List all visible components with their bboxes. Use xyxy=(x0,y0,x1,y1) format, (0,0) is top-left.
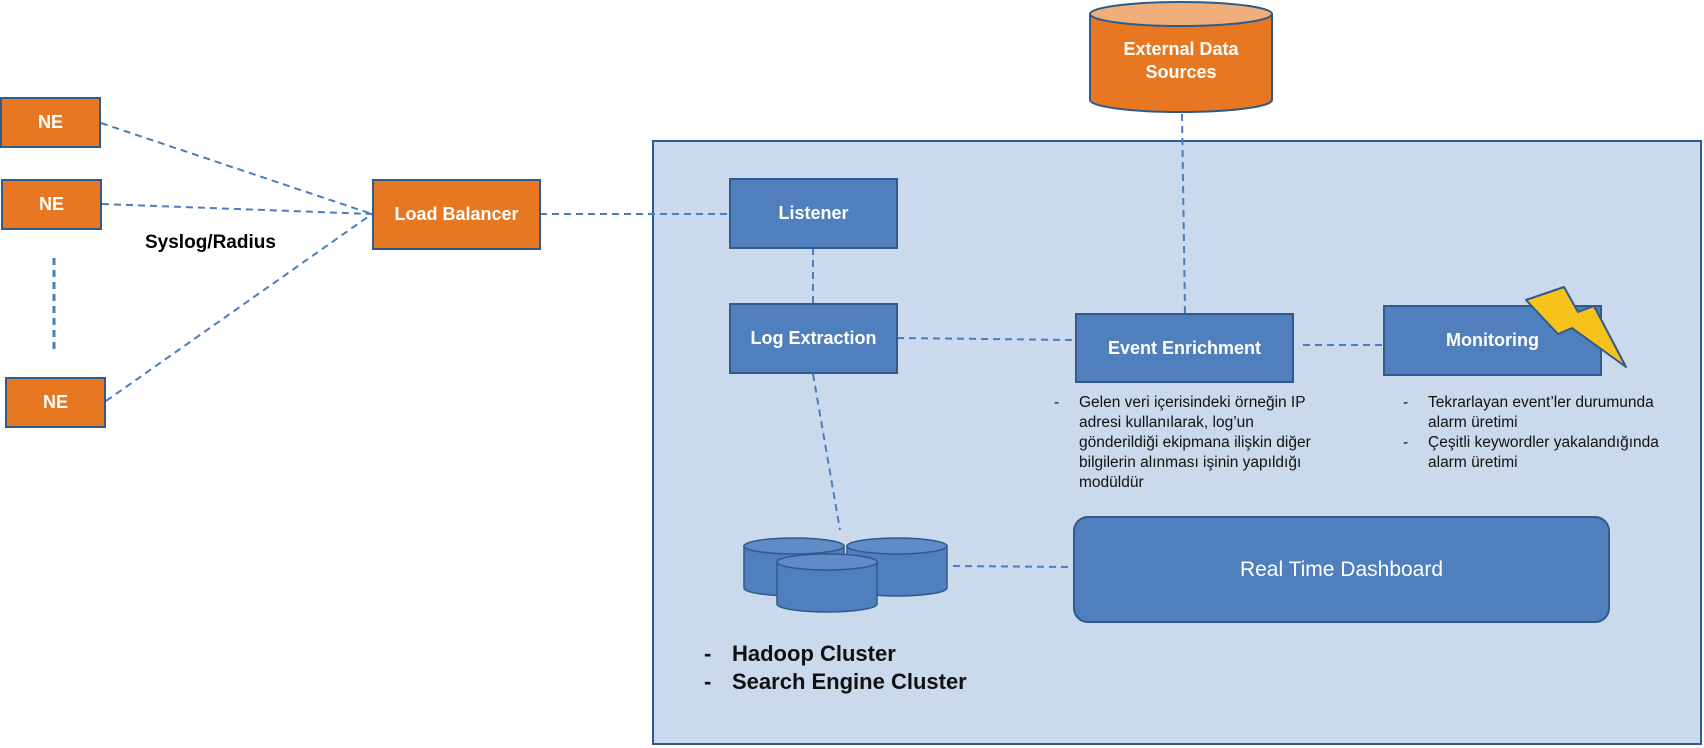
log-extraction-box: Log Extraction xyxy=(729,303,898,374)
load-balancer-box: Load Balancer xyxy=(372,179,541,250)
lightning-bolt-icon xyxy=(1525,286,1627,368)
enrichment-note: Gelen veri içerisindeki örneğin IP adres… xyxy=(1052,393,1322,493)
database-cluster-icon xyxy=(743,537,948,613)
protocol-label: Syslog/Radius xyxy=(145,232,276,253)
real-time-dashboard-label: Real Time Dashboard xyxy=(1239,557,1444,581)
external-data-sources-label: External Data Sources xyxy=(1123,39,1239,82)
ne-node-1-label: NE xyxy=(37,112,63,132)
listener-label: Listener xyxy=(778,203,849,223)
listener-box: Listener xyxy=(729,178,898,249)
monitoring-note: Tekrarlayan event’ler durumunda alarm ür… xyxy=(1401,393,1671,433)
ne-node-3-label: NE xyxy=(42,392,68,412)
log-extraction-label: Log Extraction xyxy=(750,328,877,348)
cluster-item-hadoop: Hadoop Cluster xyxy=(700,640,967,668)
enrichment-notes: Gelen veri içerisindeki örneğin IP adres… xyxy=(1052,393,1322,493)
ne-node-1: NE xyxy=(0,97,101,148)
ne-node-3: NE xyxy=(5,377,106,428)
load-balancer-label: Load Balancer xyxy=(394,204,519,224)
external-data-sources-node: External Data Sources xyxy=(1088,0,1274,116)
ne-node-2: NE xyxy=(1,179,102,230)
cylinder-database-icon xyxy=(1089,1,1273,113)
event-enrichment-box: Event Enrichment xyxy=(1075,313,1294,383)
monitoring-note: Çeşitli keywordler yakalandığında alarm … xyxy=(1401,433,1671,473)
connector-ne2-loadbalancer xyxy=(101,203,373,215)
connector-ne1-loadbalancer xyxy=(100,122,373,215)
event-enrichment-label: Event Enrichment xyxy=(1107,337,1262,358)
cluster-list: Hadoop Cluster Search Engine Cluster xyxy=(700,640,967,696)
ne-node-2-label: NE xyxy=(38,194,64,214)
real-time-dashboard-box: Real Time Dashboard xyxy=(1073,516,1610,623)
monitoring-label: Monitoring xyxy=(1446,330,1539,350)
monitoring-notes: Tekrarlayan event’ler durumunda alarm ür… xyxy=(1401,393,1671,473)
cluster-item-search-engine: Search Engine Cluster xyxy=(700,668,967,696)
